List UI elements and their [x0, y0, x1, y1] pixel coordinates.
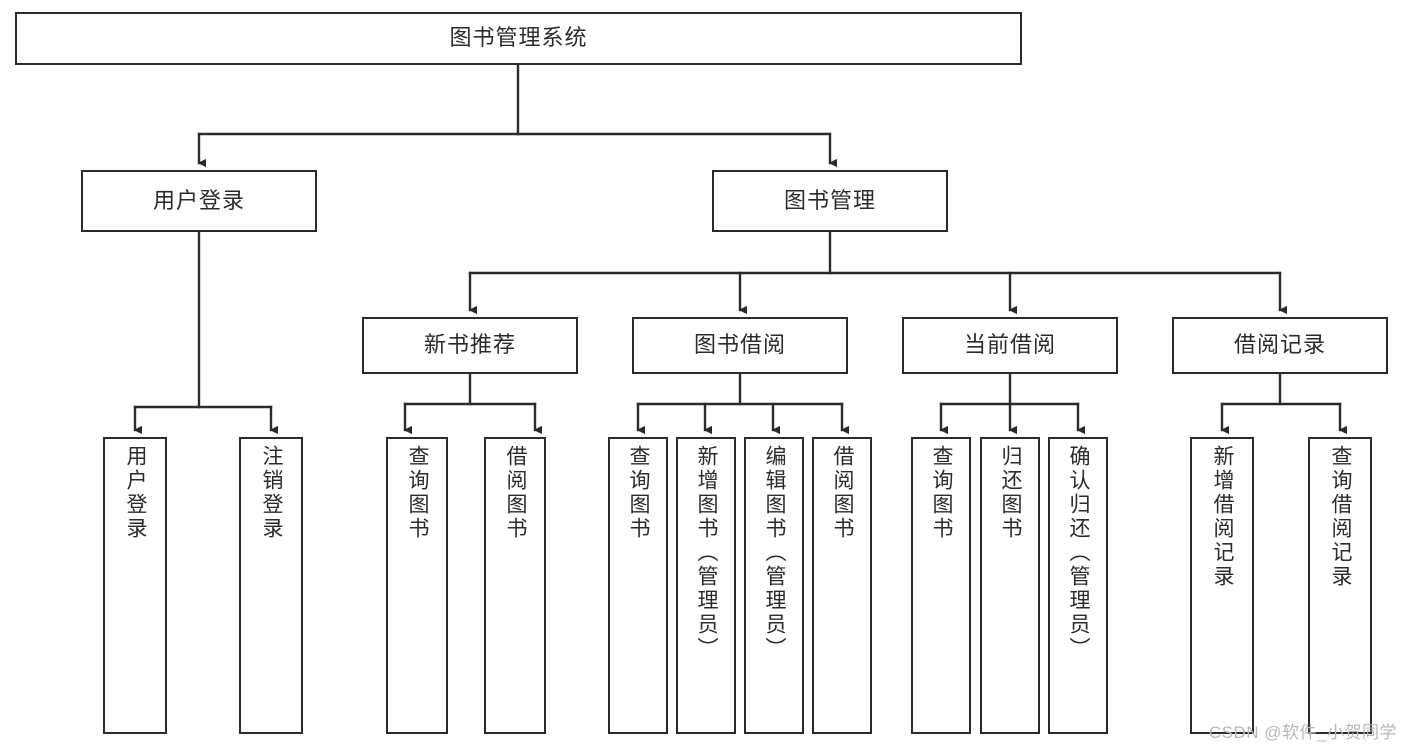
node-label: 查询图书	[930, 445, 954, 541]
node-label: 新书推荐	[423, 332, 516, 358]
node-label: 归还图书	[999, 445, 1023, 541]
node-book-management[interactable]: 图书管理	[712, 170, 948, 232]
node-book-borrow[interactable]: 图书借阅	[632, 317, 848, 374]
leaf-query-book-recommend[interactable]: 查询图书	[386, 437, 448, 734]
node-borrow-record[interactable]: 借阅记录	[1172, 317, 1388, 374]
leaf-user-login[interactable]: 用户登录	[103, 437, 167, 734]
leaf-query-book-current[interactable]: 查询图书	[911, 437, 971, 734]
node-label: 编辑图书（管理员）	[763, 445, 787, 661]
node-new-book-recommend[interactable]: 新书推荐	[362, 317, 578, 374]
leaf-add-book-admin[interactable]: 新增图书（管理员）	[676, 437, 736, 734]
node-label: 借阅图书	[504, 445, 528, 541]
node-label: 注销登录	[260, 445, 284, 541]
node-label: 确认归还（管理员）	[1067, 445, 1091, 661]
node-label: 图书借阅	[693, 332, 786, 358]
node-label: 用户登录	[124, 445, 148, 541]
node-label: 当前借阅	[963, 332, 1056, 358]
node-label: 借阅图书	[831, 445, 855, 541]
node-label: 查询借阅记录	[1329, 445, 1353, 589]
node-user-login[interactable]: 用户登录	[81, 170, 317, 232]
node-label: 新增图书（管理员）	[695, 445, 719, 661]
leaf-confirm-return-admin[interactable]: 确认归还（管理员）	[1048, 437, 1108, 734]
leaf-query-book-borrow[interactable]: 查询图书	[608, 437, 668, 734]
leaf-query-borrow-record[interactable]: 查询借阅记录	[1308, 437, 1372, 734]
node-label: 用户登录	[152, 187, 245, 213]
node-label: 查询图书	[627, 445, 651, 541]
leaf-return-book[interactable]: 归还图书	[980, 437, 1040, 734]
node-root-book-management-system[interactable]: 图书管理系统	[15, 12, 1022, 65]
node-label: 图书管理	[783, 187, 876, 213]
leaf-edit-book-admin[interactable]: 编辑图书（管理员）	[744, 437, 804, 734]
node-label: 图书管理系统	[449, 25, 588, 51]
node-label: 新增借阅记录	[1211, 445, 1235, 589]
leaf-logout-login[interactable]: 注销登录	[239, 437, 303, 734]
leaf-add-borrow-record[interactable]: 新增借阅记录	[1190, 437, 1254, 734]
leaf-borrow-book[interactable]: 借阅图书	[812, 437, 872, 734]
node-label: 借阅记录	[1233, 332, 1326, 358]
leaf-borrow-book-recommend[interactable]: 借阅图书	[484, 437, 546, 734]
node-current-borrow[interactable]: 当前借阅	[902, 317, 1118, 374]
node-label: 查询图书	[406, 445, 430, 541]
watermark-text: CSDN @软件_小贺同学	[1208, 723, 1397, 742]
